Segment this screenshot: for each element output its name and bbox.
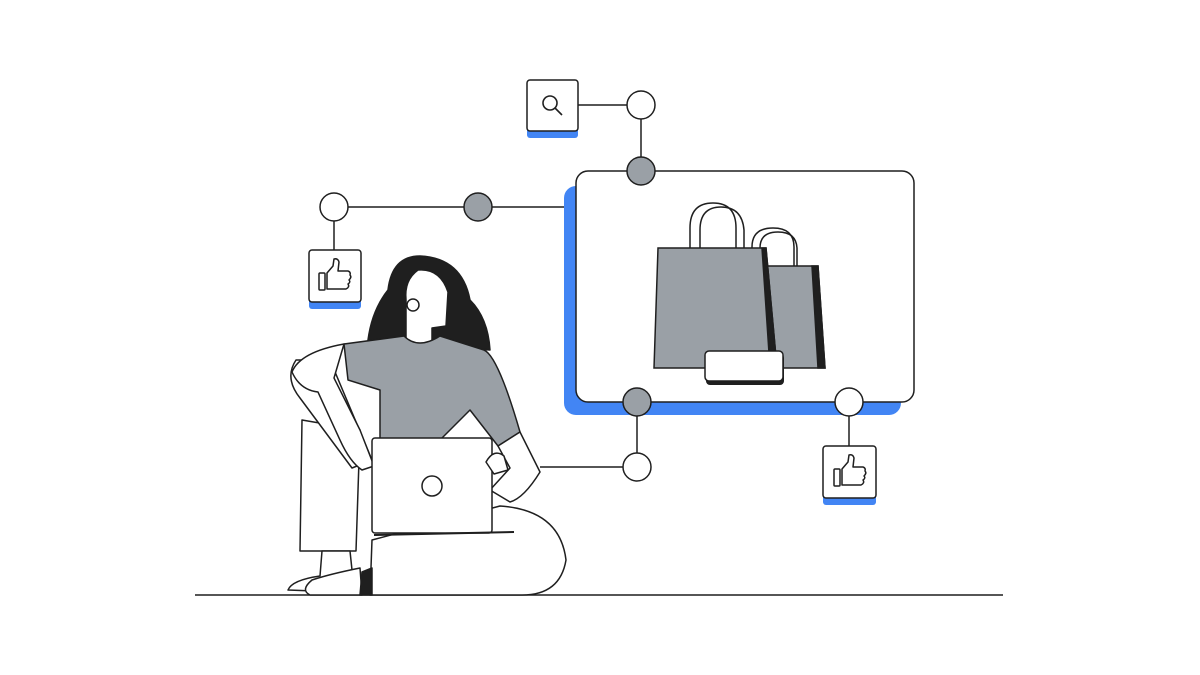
product-panel — [564, 170, 915, 415]
node-filled — [463, 192, 493, 222]
like-card-left — [308, 249, 362, 309]
laptop-icon — [371, 437, 515, 536]
shopping-bags-icon — [653, 202, 826, 369]
hand — [485, 452, 509, 475]
thumbs-up-icon — [833, 454, 867, 487]
face — [405, 269, 449, 345]
thumbs-up-icon — [318, 258, 352, 291]
node — [626, 90, 656, 120]
like-card-right — [822, 445, 877, 505]
node-filled — [622, 387, 652, 417]
right-arm — [489, 431, 541, 503]
front-foot — [304, 567, 363, 596]
left-arm — [291, 343, 375, 471]
node — [622, 452, 652, 482]
connector-nodes — [319, 90, 864, 482]
search-icon — [542, 95, 563, 116]
node — [834, 387, 864, 417]
shirt — [343, 335, 521, 447]
add-to-cart-button — [704, 350, 784, 385]
node — [319, 192, 349, 222]
person-figure — [287, 255, 567, 596]
earring — [406, 298, 420, 312]
connector-lines — [333, 104, 850, 468]
node-filled — [626, 156, 656, 186]
search-card — [526, 79, 579, 138]
shoe-shadow — [359, 567, 373, 596]
